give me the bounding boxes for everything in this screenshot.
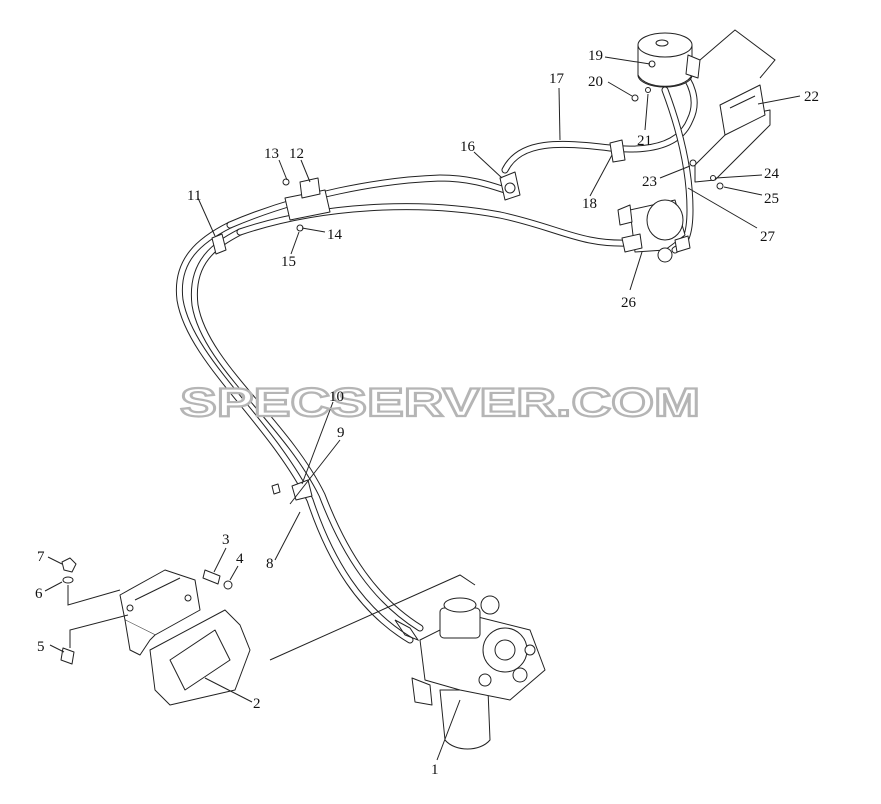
callout-15: 15 [281, 254, 296, 270]
callout-8: 8 [266, 556, 274, 572]
callout-23: 23 [642, 174, 657, 190]
bolt-5 [60, 647, 75, 665]
reservoir [637, 29, 776, 88]
callout-18: 18 [582, 196, 597, 212]
reservoir-bracket [694, 84, 771, 183]
callout-9: 9 [337, 425, 345, 441]
callout-1: 1 [431, 762, 439, 778]
assembly-line-6 [67, 585, 121, 606]
callout-5: 5 [37, 639, 45, 655]
fitting-18 [609, 139, 626, 163]
callout-24: 24 [764, 166, 780, 182]
hose-17 [501, 66, 698, 174]
washer-21 [645, 87, 651, 93]
clamp-11 [211, 233, 227, 255]
callout-22: 22 [804, 89, 819, 105]
clamp-12 [282, 177, 331, 232]
callout-7: 7 [37, 549, 45, 565]
callout-21: 21 [637, 133, 652, 149]
nut-4 [223, 580, 233, 590]
callout-26: 26 [621, 295, 637, 311]
callout-19: 19 [588, 48, 603, 64]
washer-24 [710, 175, 716, 181]
callout-20: 20 [588, 74, 603, 90]
bolt-23 [689, 159, 697, 167]
callout-13: 13 [264, 146, 279, 162]
callout-2: 2 [253, 696, 261, 712]
nut-7 [61, 557, 77, 573]
callout-17: 17 [549, 71, 565, 87]
callout-6: 6 [35, 586, 43, 602]
mounting-bracket [119, 569, 251, 706]
leader-lines [44, 56, 801, 761]
callout-14: 14 [327, 227, 343, 243]
callout-11: 11 [187, 188, 201, 204]
bolt-20 [631, 94, 639, 102]
steering-gear [269, 574, 546, 750]
washer-6 [62, 576, 74, 584]
callout-27: 27 [760, 229, 776, 245]
callout-4: 4 [236, 551, 244, 567]
assembly-line-5 [69, 614, 129, 648]
hose-upper-return [226, 174, 509, 229]
hose-9 [190, 228, 424, 632]
hose-8 [175, 221, 414, 644]
callout-12: 12 [289, 146, 304, 162]
nut-25 [716, 182, 724, 190]
fitting-16 [499, 171, 521, 201]
callout-10: 10 [329, 389, 344, 405]
watermark-text: SPECSERVER.COM [180, 381, 700, 425]
callout-16: 16 [460, 139, 476, 155]
steering-pump [617, 199, 691, 263]
callout-3: 3 [222, 532, 230, 548]
bolt-3 [202, 569, 221, 585]
callout-25: 25 [764, 191, 779, 207]
